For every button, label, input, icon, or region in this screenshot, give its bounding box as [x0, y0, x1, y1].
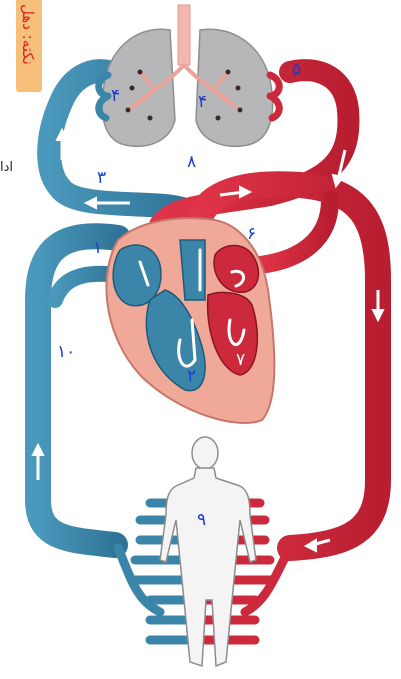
label-left-ventricle: ۷ [236, 352, 245, 369]
label-vena-cava: ۱۰ [57, 344, 75, 361]
pulmonary-vein-branch [260, 200, 330, 265]
label-lung-right: ۴ [198, 94, 207, 111]
side-text: ادا [0, 160, 13, 175]
lungs [102, 5, 272, 146]
note-tag: نکته: دهل [16, 0, 42, 92]
body-figure [160, 437, 256, 666]
label-pulmonary-artery: ۳ [97, 170, 106, 187]
trachea [178, 5, 190, 65]
label-body: ۹ [197, 512, 206, 529]
label-left-atrium: ۶ [247, 226, 256, 243]
label-lung-left: ۴ [111, 88, 120, 105]
label-aorta: ۸ [187, 154, 196, 171]
heart [106, 218, 274, 423]
note-label: نکته: دهل [19, 4, 37, 65]
label-right-atrium: ۱ [93, 240, 102, 257]
label-right-ventricle: ۲ [187, 368, 196, 385]
label-pulmonary-vein: ۵ [292, 62, 301, 79]
